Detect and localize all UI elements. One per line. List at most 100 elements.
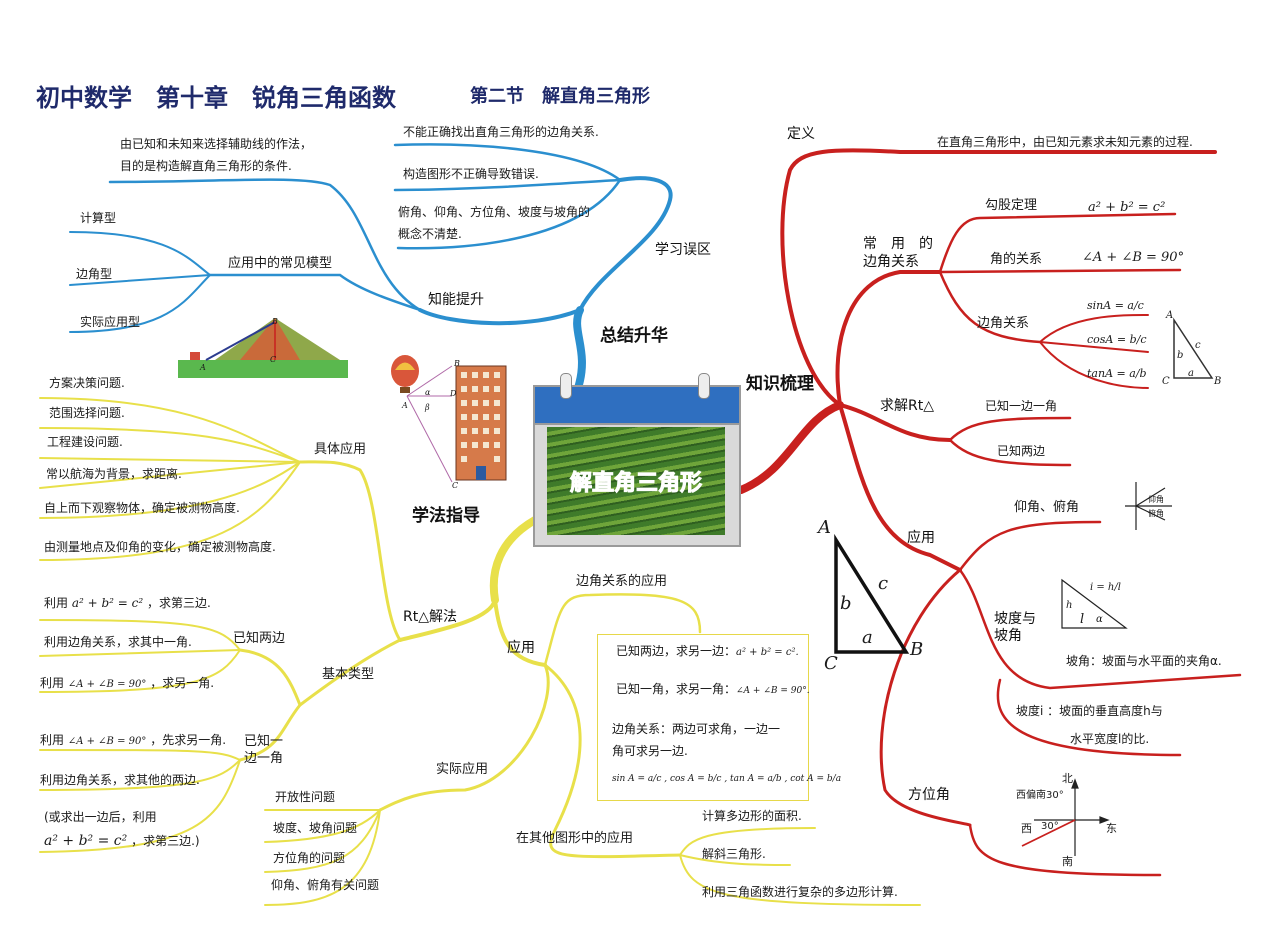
mistake-item-2: 构造图形不正确导致错误.	[403, 167, 539, 181]
center-calendar: 解直角三角形	[533, 373, 741, 547]
side-angle-item-1-pre: 利用	[40, 733, 65, 747]
slope-angle-text: 坡角：坡面与水平面的夹角α.	[1066, 654, 1222, 668]
box-line-5: sin A = a/c , cos A = b/c , tan A = a/b …	[612, 774, 842, 784]
box-line-1-pre: 已知两边，求另一边：	[616, 644, 737, 658]
model-item-1: 计算型	[80, 211, 117, 225]
center-image	[547, 427, 725, 535]
basic-types-label: 基本类型	[322, 667, 375, 682]
two-sides-item-3: 利用 ∠A + ∠B = 90° ，求另一角.	[40, 675, 214, 693]
tan-formula: tanA = a/b	[1087, 367, 1147, 380]
cos-formula: cosA = b/c	[1087, 333, 1147, 346]
mountain-figure	[178, 318, 348, 378]
two-sides-item-3-pre: 利用	[40, 676, 65, 690]
bearing-fig-north: 北	[1062, 772, 1073, 785]
two-sides-item-1-pre: 利用	[44, 596, 69, 610]
branch-summary: 总结升华	[600, 326, 668, 346]
side-angle-item-3-formula: a² + b² = c²	[44, 833, 128, 849]
practical-item-2: 坡度、坡角问题	[273, 821, 358, 835]
relation-formula-box: 已知两边，求另一边：a² + b² = c². 已知一角，求另一角：∠A + ∠…	[597, 634, 841, 801]
solve-item-1: 已知一边一角	[985, 399, 1058, 413]
bearing-fig-south: 南	[1062, 855, 1073, 868]
pythagoras-label: 勾股定理	[985, 198, 1038, 213]
sin-formula: sinA = a/c	[1087, 299, 1144, 312]
two-sides-item-1-formula: a² + b² = c²	[71, 596, 144, 610]
definition-label: 定义	[787, 126, 815, 142]
big-tri-B: B	[910, 639, 924, 660]
models-label: 应用中的常见模型	[228, 256, 333, 271]
aux-line-2: 目的是构造解直角三角形的条件.	[120, 159, 292, 173]
side-angle-item-3-line1: (或求出一边后，利用	[44, 810, 157, 824]
mistake-item-1: 不能正确找出直角三角形的边角关系.	[403, 125, 599, 139]
solve-item-2: 已知两边	[997, 444, 1046, 458]
center-label: 解直角三角形	[569, 471, 702, 497]
application-label: 应用	[907, 530, 935, 546]
relations-label-line2: 边角关系	[863, 254, 919, 270]
model-item-2: 边角型	[76, 267, 113, 281]
mistakes-label: 学习误区	[655, 242, 711, 258]
side-angle-item-3-line2: a² + b² = c² ，求第三边.)	[44, 833, 200, 849]
ability-label: 知能提升	[428, 292, 484, 308]
page-subtitle: 第二节 解直角三角形	[470, 86, 650, 107]
side-angle-item-2: 利用边角关系，求其他的两边.	[40, 773, 200, 787]
elevation-fig-up: 仰角	[1148, 495, 1164, 504]
bearing-fig-west: 西	[1021, 822, 1032, 835]
solve-label: 求解Rt△	[880, 398, 934, 414]
practical-label: 实际应用	[436, 762, 489, 777]
specific-item-2: 范围选择问题.	[49, 406, 125, 420]
two-sides-item-3-post: ，求另一角.	[150, 676, 215, 690]
branch-method: 学法指导	[412, 506, 480, 526]
bearing-label: 方位角	[908, 787, 950, 803]
building-D: D	[450, 389, 457, 398]
specific-item-3: 工程建设问题.	[47, 435, 123, 449]
slope-figure	[1061, 578, 1128, 629]
big-tri-C: C	[824, 653, 838, 674]
sides-relation-triangle	[1173, 317, 1214, 379]
calendar-ring-right	[698, 373, 710, 399]
slope-fig-alpha: α	[1096, 614, 1103, 625]
small-tri-c: c	[1195, 340, 1201, 351]
practical-item-3: 方位角的问题	[273, 851, 346, 865]
box-line-3: 边角关系：两边可求角，一边一	[612, 722, 781, 736]
small-tri-A: A	[1166, 310, 1174, 321]
side-angle-item-3-post: ，求第三边.)	[131, 834, 200, 848]
bearing-fig-angle: 30°	[1041, 821, 1059, 832]
rt-label: Rt△解法	[403, 609, 457, 625]
big-tri-a: a	[862, 627, 873, 648]
angles-label: 角的关系	[990, 252, 1043, 267]
mountain-C: C	[270, 355, 277, 364]
side-angle-item-1-formula: ∠A + ∠B = 90°	[67, 736, 147, 747]
side-angle-label-line1: 已知一	[244, 734, 284, 749]
other-item-1: 计算多边形的面积.	[702, 809, 802, 823]
building-B: B	[454, 359, 460, 368]
other-label: 在其他图形中的应用	[516, 831, 634, 846]
slope-label-line2: 坡角	[994, 628, 1022, 644]
other-item-2: 解斜三角形.	[702, 847, 766, 861]
calendar-ring-left	[560, 373, 572, 399]
two-sides-item-2: 利用边角关系，求其中一角.	[44, 635, 192, 649]
apply-label: 应用	[507, 640, 535, 656]
small-tri-a: a	[1188, 368, 1194, 379]
building-figure	[391, 355, 507, 483]
specific-item-5: 自上而下观察物体，确定被测物高度.	[44, 501, 240, 515]
building-alpha: α	[425, 388, 431, 397]
mountain-A: A	[200, 363, 206, 372]
small-tri-b: b	[1177, 350, 1184, 361]
practical-item-4: 仰角、俯角有关问题	[271, 878, 380, 892]
box-line-1: 已知两边，求另一边：a² + b² = c².	[616, 643, 799, 661]
aux-line-1: 由已知和未知来选择辅助线的作法，	[120, 137, 313, 151]
specific-item-1: 方案决策问题.	[49, 376, 125, 390]
other-item-3: 利用三角函数进行复杂的多边形计算.	[702, 885, 898, 899]
definition-text: 在直角三角形中，由已知元素求未知元素的过程.	[937, 135, 1193, 149]
slope-ratio-line1: 坡度i ：坡面的垂直高度h与	[1016, 704, 1163, 718]
slope-fig-h: h	[1066, 600, 1073, 611]
small-tri-B: B	[1214, 376, 1222, 387]
elevation-label: 仰角、俯角	[1014, 500, 1080, 515]
slope-label-line1: 坡度与	[994, 611, 1036, 627]
specific-item-6: 由测量地点及仰角的变化，确定被测物高度.	[44, 540, 276, 554]
pythagoras-formula: a² + b² = c²	[1088, 200, 1166, 215]
specific-label: 具体应用	[314, 442, 367, 457]
big-tri-c: c	[878, 573, 889, 594]
mountain-B: B	[272, 317, 278, 326]
slope-ratio-line2: 水平宽度l的比.	[1070, 732, 1150, 746]
